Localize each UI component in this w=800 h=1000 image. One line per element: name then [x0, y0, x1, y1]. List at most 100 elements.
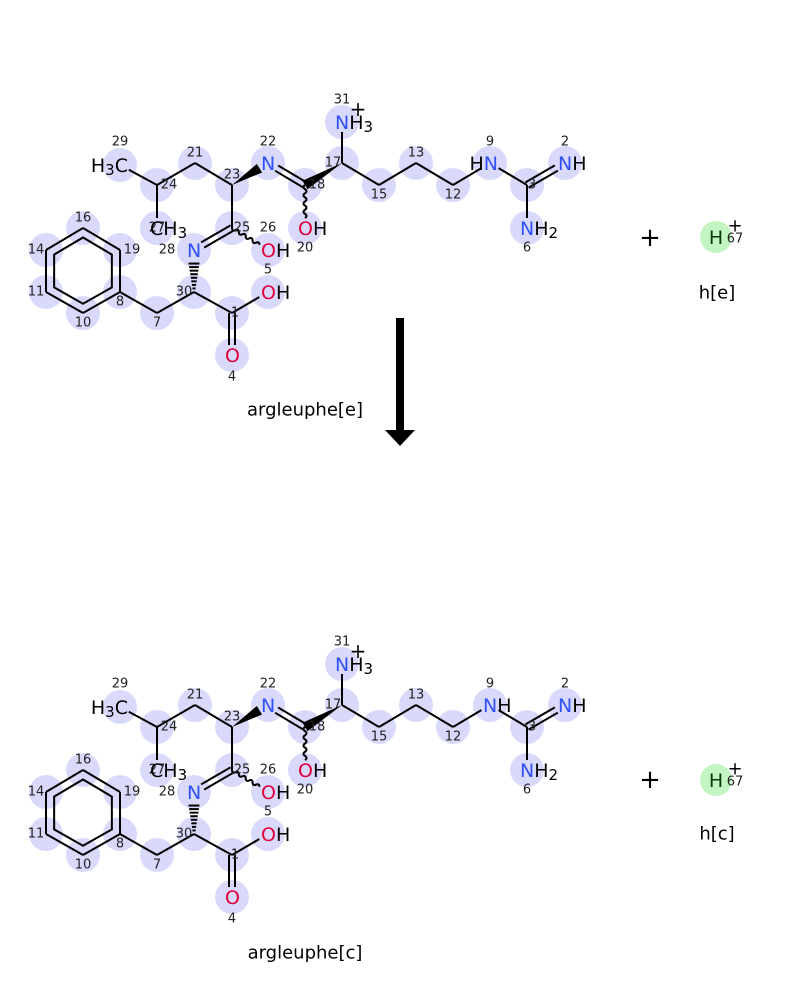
- atom-highlight: [140, 211, 174, 245]
- atom-number: 15: [371, 188, 388, 203]
- atom-highlight: [251, 775, 285, 809]
- bond: [119, 833, 158, 856]
- bond: [203, 229, 235, 249]
- atom-label: NH: [483, 695, 512, 717]
- bond: [498, 709, 528, 728]
- atom-highlight: [510, 753, 544, 787]
- proton-number: 67: [727, 232, 744, 247]
- molecule-product: 29H3C24212322N181731NH3+1513129NH32NH6NH…: [28, 635, 587, 927]
- bond: [231, 769, 261, 787]
- molecule-name-product: argleuphe[c]: [248, 943, 363, 964]
- atom-label: O: [225, 345, 240, 367]
- atom-number: 6: [523, 241, 531, 256]
- atom-number: 15: [371, 730, 388, 745]
- proton-charge: +: [727, 216, 742, 237]
- atom-number: 10: [75, 316, 92, 331]
- atom-number: 28: [159, 785, 176, 800]
- atom-number: 18: [309, 720, 326, 735]
- atom-number: 12: [445, 730, 462, 745]
- atom-label: N: [261, 153, 275, 175]
- bond: [524, 164, 556, 184]
- bond: [193, 291, 233, 314]
- atom-number: 14: [28, 243, 45, 258]
- proton-label: H: [709, 227, 723, 249]
- atom-number: 23: [224, 168, 241, 183]
- proton-name: h[e]: [699, 283, 736, 304]
- atom-number: 31: [334, 93, 351, 108]
- proton-charge: +: [727, 759, 742, 780]
- bond: [528, 711, 559, 731]
- bond: [156, 291, 195, 314]
- atom-number: 28: [159, 243, 176, 258]
- atom-number: 9: [486, 135, 494, 150]
- bond: [200, 224, 231, 244]
- bond: [45, 769, 84, 793]
- atom-label: OH: [261, 282, 290, 304]
- reaction-arrow: [385, 318, 415, 446]
- bond: [302, 184, 308, 219]
- atom-number: 17: [325, 698, 342, 713]
- atom-label: NH: [558, 695, 587, 717]
- proton-name: h[c]: [699, 824, 734, 845]
- proton-label: H: [709, 770, 723, 792]
- atom-label: N: [261, 695, 275, 717]
- atom-label: NH: [558, 153, 587, 175]
- atom-number: 5: [264, 263, 272, 278]
- atom-number: 19: [124, 785, 141, 800]
- atom-label: CH3: [150, 218, 187, 242]
- atom-label: NH2: [520, 218, 558, 242]
- atom-highlight: [251, 275, 285, 309]
- atom-number: 24: [161, 720, 178, 735]
- bond: [231, 838, 260, 856]
- atom-highlight: [103, 690, 137, 724]
- atom-highlight: [473, 688, 507, 722]
- bond: [194, 704, 233, 728]
- atom-number: 30: [176, 827, 193, 842]
- bond: [156, 704, 196, 728]
- bond: [452, 709, 482, 728]
- bond: [156, 162, 196, 186]
- bond: [119, 291, 158, 314]
- bond: [45, 833, 84, 856]
- bond: [524, 706, 556, 726]
- bond: [45, 227, 84, 251]
- atom-number: 3: [528, 178, 536, 193]
- atom-number: 31: [334, 635, 351, 650]
- atom-number: 16: [75, 753, 92, 768]
- atom-highlight: [288, 211, 322, 245]
- bond: [82, 291, 121, 314]
- atom-number: 14: [28, 785, 45, 800]
- bond: [232, 163, 263, 185]
- atom-label: OH: [298, 218, 327, 240]
- bond: [156, 833, 195, 856]
- bond: [302, 705, 342, 732]
- atom-number: 1: [231, 306, 239, 321]
- atom-label: N: [187, 240, 201, 262]
- atom-label: OH: [261, 824, 290, 846]
- bond: [452, 167, 482, 186]
- atom-number: 27: [149, 221, 166, 236]
- aromatic-ring: [53, 236, 113, 305]
- atom-number: 21: [187, 688, 204, 703]
- atom-number: 10: [75, 858, 92, 873]
- bond: [194, 162, 233, 186]
- bond: [274, 711, 304, 731]
- atom-number: 16: [75, 211, 92, 226]
- bond: [528, 169, 559, 189]
- atom-number: 26: [260, 763, 277, 778]
- bond: [128, 710, 158, 728]
- atom-number: 29: [112, 135, 129, 150]
- atom-number: 22: [260, 677, 277, 692]
- bond: [128, 168, 158, 186]
- atom-number: 11: [28, 285, 45, 300]
- atom-number: 11: [28, 827, 45, 842]
- bond: [415, 162, 454, 186]
- molecule-reactant: 29H3C24212322N181731NH3+1513129HN32NH6NH…: [28, 93, 587, 385]
- bond: [341, 704, 380, 728]
- atom-number: 3: [528, 720, 536, 735]
- atom-label: NH3: [335, 112, 373, 136]
- atom-number: 26: [260, 221, 277, 236]
- bond: [82, 769, 121, 793]
- atom-number: 12: [445, 188, 462, 203]
